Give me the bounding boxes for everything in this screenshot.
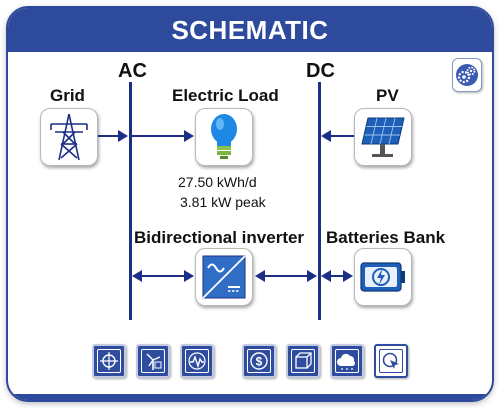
inverter-icon — [202, 255, 246, 299]
inverter-label: Bidirectional inverter — [134, 228, 305, 247]
toolbar-button-1[interactable] — [92, 344, 126, 378]
inverter-dc-arrow-left — [255, 270, 265, 282]
dc-bus-label: DC — [306, 60, 335, 82]
bottom-toolbar: $ — [8, 344, 492, 384]
pv-dc-wire — [330, 135, 354, 137]
ac-inverter-arrow-left — [132, 270, 142, 282]
compass-target-icon — [100, 352, 118, 370]
cursor-target-icon — [382, 352, 399, 369]
inverter-node[interactable] — [195, 248, 253, 306]
grid-ac-wire — [98, 135, 120, 137]
bottom-border-strip — [8, 394, 492, 400]
ac-load-arrow — [184, 130, 194, 142]
toolbar-button-4[interactable]: $ — [242, 344, 276, 378]
panel-title: SCHEMATIC — [171, 14, 329, 45]
ac-bus-line — [129, 82, 132, 320]
grid-label: Grid — [50, 86, 85, 105]
electric-load-node[interactable] — [195, 108, 253, 166]
dc-bus-line — [318, 82, 321, 320]
svg-text:$: $ — [256, 355, 263, 369]
settings-button[interactable] — [452, 58, 482, 92]
ac-inverter-wire — [140, 275, 186, 277]
pv-dc-arrow — [321, 130, 331, 142]
dollar-icon: $ — [250, 352, 268, 370]
gears-icon — [456, 64, 478, 86]
waveform-icon — [188, 352, 206, 370]
batteries-node[interactable] — [354, 248, 412, 306]
schematic-panel: SCHEMATIC AC DC Grid Electric Load PV — [6, 6, 494, 402]
ac-bus-label: AC — [118, 60, 147, 82]
grid-node[interactable] — [40, 108, 98, 166]
power-tower-icon — [50, 113, 88, 161]
toolbar-button-2[interactable] — [136, 344, 170, 378]
electric-load-label: Electric Load — [172, 86, 279, 105]
battery-bank-icon — [360, 262, 405, 292]
load-peak-value: 3.81 kW peak — [180, 194, 266, 210]
inverter-dc-arrow-right — [307, 270, 317, 282]
pv-label: PV — [376, 86, 399, 105]
wind-turbine-icon — [146, 353, 162, 370]
batteries-label: Batteries Bank — [326, 228, 446, 247]
light-bulb-icon — [211, 114, 237, 159]
grid-ac-arrow — [118, 130, 128, 142]
title-bar: SCHEMATIC — [8, 8, 492, 52]
inverter-dc-wire — [263, 275, 309, 277]
toolbar-button-6[interactable] — [330, 344, 364, 378]
load-energy-value: 27.50 kWh/d — [178, 174, 257, 190]
toolbar-button-7[interactable] — [374, 344, 408, 378]
cloud-icon — [337, 353, 355, 370]
toolbar-button-3[interactable] — [180, 344, 214, 378]
ac-inverter-arrow-right — [184, 270, 194, 282]
cube-icon — [295, 352, 312, 369]
ac-load-wire — [131, 135, 185, 137]
dc-battery-arrow-left — [321, 270, 331, 282]
pv-node[interactable] — [354, 108, 412, 166]
dc-battery-wire — [329, 275, 345, 277]
solar-panel-icon — [361, 117, 405, 157]
toolbar-button-5[interactable] — [286, 344, 320, 378]
dc-battery-arrow-right — [343, 270, 353, 282]
